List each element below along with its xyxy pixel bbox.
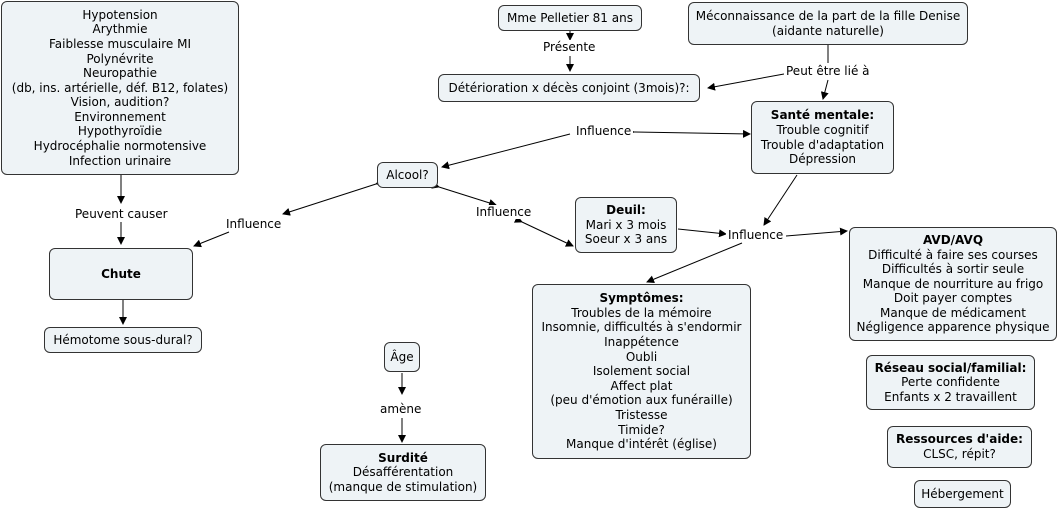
chute-node: Chute bbox=[49, 248, 193, 300]
causes-line-8: Environnement bbox=[74, 109, 166, 124]
symptomes-line-8: Tristesse bbox=[615, 407, 668, 422]
hebergement-text: Hébergement bbox=[921, 486, 1004, 501]
meconnaissance-line-2: (aidante naturelle) bbox=[772, 23, 884, 38]
link-influence-right-to-symptomes bbox=[646, 242, 743, 284]
avd-avq-line-1: Difficulté à faire ses courses bbox=[868, 247, 1038, 262]
link-label-peuvent-causer: Peuvent causer bbox=[73, 207, 170, 221]
hematome-node: Hémotome sous-dural? bbox=[44, 327, 202, 353]
avd-avq-node: AVD/AVQ Difficulté à faire ses courses D… bbox=[849, 227, 1057, 341]
symptomes-line-1: Troubles de la mémoire bbox=[571, 305, 712, 320]
causes-line-7: Vision, audition? bbox=[70, 95, 170, 110]
sante-mentale-line-2: Trouble d'adaptation bbox=[760, 137, 885, 152]
avd-avq-line-5: Manque de médicament bbox=[880, 305, 1026, 320]
symptomes-line-2: Insomnie, difficultés à s'endormir bbox=[541, 320, 742, 335]
avd-avq-line-3: Manque de nourriture au frigo bbox=[862, 276, 1044, 291]
link-alcool-to-influence-left bbox=[282, 178, 384, 216]
age-node: Âge bbox=[384, 342, 420, 372]
link-label-peut-etre-lie: Peut être lié à bbox=[784, 64, 872, 78]
link-deuil-to-influence-right bbox=[677, 228, 727, 238]
ressources-title: Ressources d'aide: bbox=[896, 432, 1023, 447]
causes-line-11: Infection urinaire bbox=[68, 153, 172, 168]
surdite-line-1: Désafférentation bbox=[352, 465, 454, 480]
symptomes-line-4: Oubli bbox=[625, 349, 658, 364]
symptomes-line-10: Manque d'intérêt (église) bbox=[566, 437, 717, 452]
reseau-social-node: Réseau social/familial: Perte confidente… bbox=[866, 355, 1035, 410]
surdite-node: Surdité Désafférentation (manque de stim… bbox=[320, 444, 486, 501]
ressources-node: Ressources d'aide: CLSC, répit? bbox=[887, 426, 1032, 468]
sante-mentale-title: Santé mentale: bbox=[770, 108, 875, 123]
causes-line-5: Neuropathie bbox=[83, 66, 157, 81]
avd-avq-title: AVD/AVQ bbox=[922, 232, 984, 247]
surdite-title: Surdité bbox=[378, 450, 428, 465]
age-text: Âge bbox=[390, 349, 414, 364]
link-influence-mid-to-deuil bbox=[513, 215, 574, 247]
link-label-influence-mid: Influence bbox=[474, 205, 534, 219]
causes-node: Hypotension Arythmie Faiblesse musculair… bbox=[1, 1, 239, 175]
causes-line-10: Hydrocéphalie normotensive bbox=[33, 139, 207, 154]
chute-title: Chute bbox=[101, 266, 141, 281]
symptomes-title: Symptômes: bbox=[599, 291, 684, 306]
link-label-to-deterioration-b bbox=[707, 73, 785, 91]
symptomes-line-7: (peu d'émotion aux funéraille) bbox=[550, 393, 733, 408]
hebergement-node: Hébergement bbox=[914, 480, 1011, 508]
link-label-influence-right: Influence bbox=[726, 228, 786, 242]
symptomes-line-5: Isolement social bbox=[592, 364, 691, 379]
surdite-line-2: (manque de stimulation) bbox=[328, 479, 478, 494]
deterioration-node: Détérioration x décès conjoint (3mois)?: bbox=[438, 74, 700, 102]
link-label-to-sante bbox=[820, 79, 829, 100]
mme-pelletier-text: Mme Pelletier 81 ans bbox=[507, 10, 633, 25]
avd-avq-line-2: Difficultés à sortir seule bbox=[881, 262, 1025, 277]
mme-pelletier-node: Mme Pelletier 81 ans bbox=[498, 5, 642, 31]
sante-mentale-line-1: Trouble cognitif bbox=[776, 122, 869, 137]
avd-avq-line-4: Doit payer comptes bbox=[893, 291, 1013, 306]
link-label-influence-top: Influence bbox=[574, 124, 634, 138]
symptomes-line-3: Inappétence bbox=[604, 335, 679, 350]
reseau-social-line-1: Perte confidente bbox=[901, 375, 1000, 390]
link-influence-to-chute bbox=[193, 231, 230, 248]
link-influence-right-to-avd bbox=[785, 227, 848, 237]
link-influence-top-to-alcool bbox=[441, 133, 571, 170]
reseau-social-title: Réseau social/familial: bbox=[874, 360, 1027, 375]
avd-avq-line-6: Négligence apparence physique bbox=[856, 320, 1050, 335]
causes-line-3: Faiblesse musculaire MI bbox=[48, 36, 192, 51]
symptomes-node: Symptômes: Troubles de la mémoire Insomn… bbox=[532, 284, 751, 459]
causes-line-9: Hypothyroïdie bbox=[77, 124, 163, 139]
link-sante-to-influence-right bbox=[763, 174, 798, 226]
sante-mentale-line-3: Dépression bbox=[788, 152, 857, 167]
sante-mentale-node: Santé mentale: Trouble cognitif Trouble … bbox=[751, 101, 894, 174]
deuil-line-1: Mari x 3 mois bbox=[585, 217, 667, 232]
causes-line-6: (db, ins. artérielle, déf. B12, folates) bbox=[11, 80, 229, 95]
meconnaissance-line-1: Méconnaissance de la part de la fille De… bbox=[695, 8, 961, 23]
link-label-presente: Présente bbox=[541, 40, 598, 54]
alcool-text: Alcool? bbox=[386, 167, 429, 182]
link-label-influence-left: Influence bbox=[224, 217, 284, 231]
hematome-text: Hémotome sous-dural? bbox=[53, 332, 193, 347]
link-influence-top-to-sante bbox=[626, 127, 751, 138]
deterioration-text: Détérioration x décès conjoint (3mois)?: bbox=[448, 80, 690, 95]
causes-line-4: Polynévrite bbox=[86, 51, 154, 66]
deuil-title: Deuil: bbox=[606, 203, 646, 218]
reseau-social-line-2: Enfants x 2 travaillent bbox=[884, 389, 1017, 404]
alcool-node: Alcool? bbox=[377, 162, 438, 188]
causes-line-1: Hypotension bbox=[82, 7, 158, 22]
deuil-node: Deuil: Mari x 3 mois Soeur x 3 ans bbox=[575, 197, 677, 253]
causes-line-2: Arythmie bbox=[92, 22, 148, 37]
deuil-line-2: Soeur x 3 ans bbox=[584, 232, 668, 247]
symptomes-line-6: Affect plat bbox=[610, 378, 673, 393]
symptomes-line-9: Timide? bbox=[618, 422, 665, 437]
meconnaissance-node: Méconnaissance de la part de la fille De… bbox=[688, 2, 968, 45]
ressources-line-1: CLSC, répit? bbox=[923, 447, 996, 461]
link-label-amene: amène bbox=[378, 402, 424, 416]
link-alcool-to-influence-mid bbox=[431, 181, 497, 207]
